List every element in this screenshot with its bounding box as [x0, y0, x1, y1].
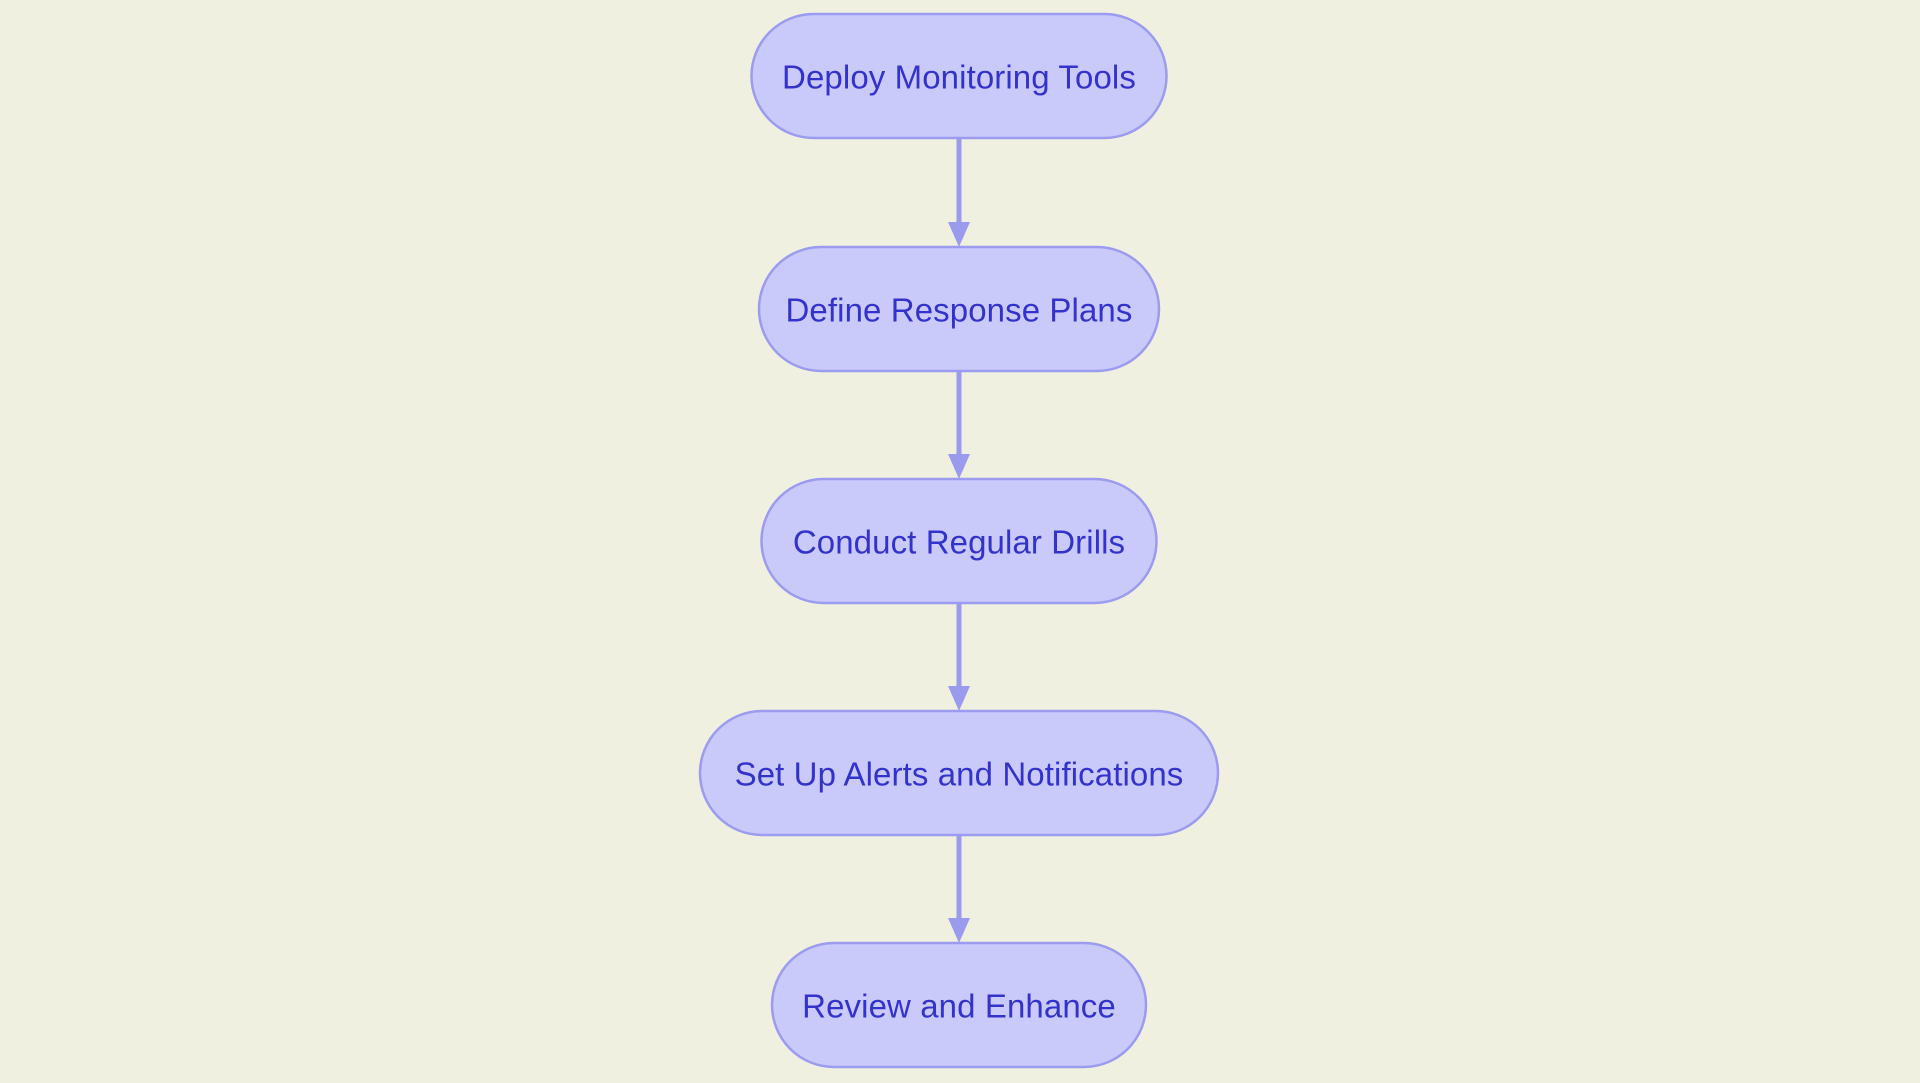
node-shape-2[interactable]	[757, 245, 1161, 373]
node-label-1: Deploy Monitoring Tools	[782, 59, 1136, 96]
node-conduct-regular-drills[interactable]: Conduct Regular Drills	[760, 477, 1158, 605]
edge-arrowhead-4	[948, 918, 970, 943]
node-review-and-enhance[interactable]: Review and Enhance	[770, 941, 1148, 1069]
edge-arrowhead-1	[948, 222, 970, 247]
node-set-up-alerts-and-notifications[interactable]: Set Up Alerts and Notifications	[698, 709, 1220, 837]
node-label-3: Conduct Regular Drills	[793, 524, 1125, 561]
node-define-response-plans[interactable]: Define Response Plans	[757, 245, 1161, 373]
node-label-5: Review and Enhance	[802, 988, 1116, 1025]
edge-arrowhead-2	[948, 454, 970, 479]
edge-connector-4	[948, 835, 970, 943]
edge-connector-3	[948, 603, 970, 711]
node-label-4: Set Up Alerts and Notifications	[735, 756, 1184, 793]
node-deploy-monitoring-tools[interactable]: Deploy Monitoring Tools	[750, 12, 1168, 140]
edge-arrowhead-3	[948, 686, 970, 711]
node-label-2: Define Response Plans	[786, 292, 1133, 329]
edge-connector-1	[948, 138, 970, 247]
node-shape-1[interactable]	[750, 12, 1168, 140]
node-shape-3[interactable]	[760, 477, 1158, 605]
edge-connector-2	[948, 371, 970, 479]
edge-group	[948, 138, 970, 943]
node-shape-4[interactable]	[698, 709, 1220, 837]
node-group: Deploy Monitoring Tools Define Response …	[698, 12, 1220, 1069]
node-shape-5[interactable]	[770, 941, 1148, 1069]
